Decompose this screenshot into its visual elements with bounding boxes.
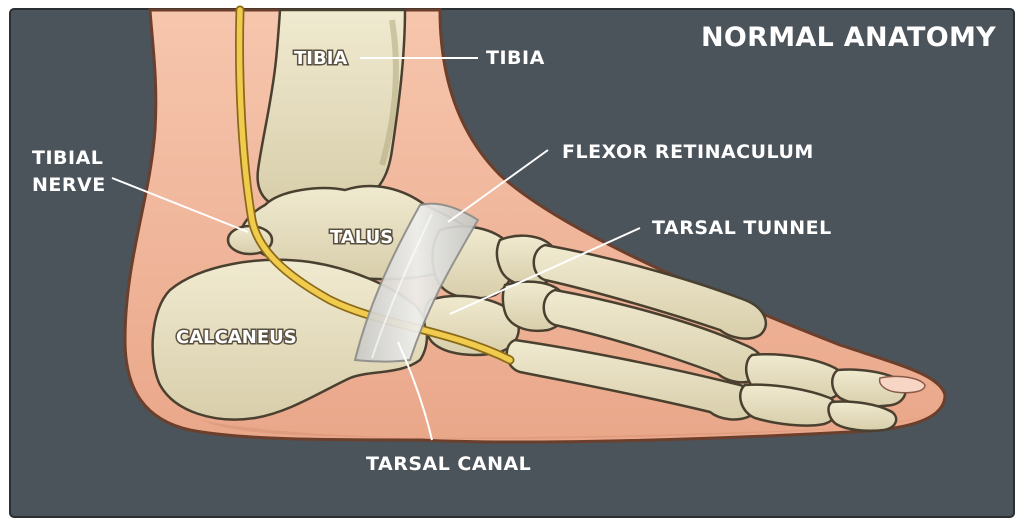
metatarsal-3	[505, 338, 759, 421]
talus-label: TALUS	[330, 227, 393, 248]
tibia-bone	[256, 8, 407, 208]
flexor-retinaculum-leader-line	[447, 149, 549, 223]
tibial-nerve-label-line1: TIBIAL	[32, 147, 103, 169]
metatarsal-1	[532, 243, 768, 340]
retinaculum-highlight	[371, 213, 433, 359]
phalanx-2b	[827, 400, 898, 432]
tibia-shading	[379, 19, 399, 166]
tibia-callout-label: TIBIA	[486, 47, 545, 69]
flexor-retinaculum-label: FLEXOR RETINACULUM	[562, 141, 814, 163]
toenail	[878, 375, 926, 394]
tibial-nerve-leader-line	[111, 177, 249, 233]
calcaneus-label: CALCANEUS	[176, 327, 297, 348]
tarsal-canal-label: TARSAL CANAL	[366, 453, 531, 475]
tarsal-tunnel-label: TARSAL TUNNEL	[652, 217, 832, 239]
tibial-nerve-label-line2: NERVE	[32, 174, 106, 196]
phalanx-2a	[739, 383, 839, 427]
tarsal-canal-leader-line	[397, 341, 433, 441]
tarsal-tunnel-leader-line	[449, 227, 641, 315]
diagram-title: NORMAL ANATOMY	[701, 22, 996, 53]
sole-shading	[200, 415, 930, 439]
calcaneus-bone	[151, 258, 429, 421]
tibia-bone-label: TIBIA	[294, 48, 347, 69]
metatarsal-2	[542, 288, 766, 384]
